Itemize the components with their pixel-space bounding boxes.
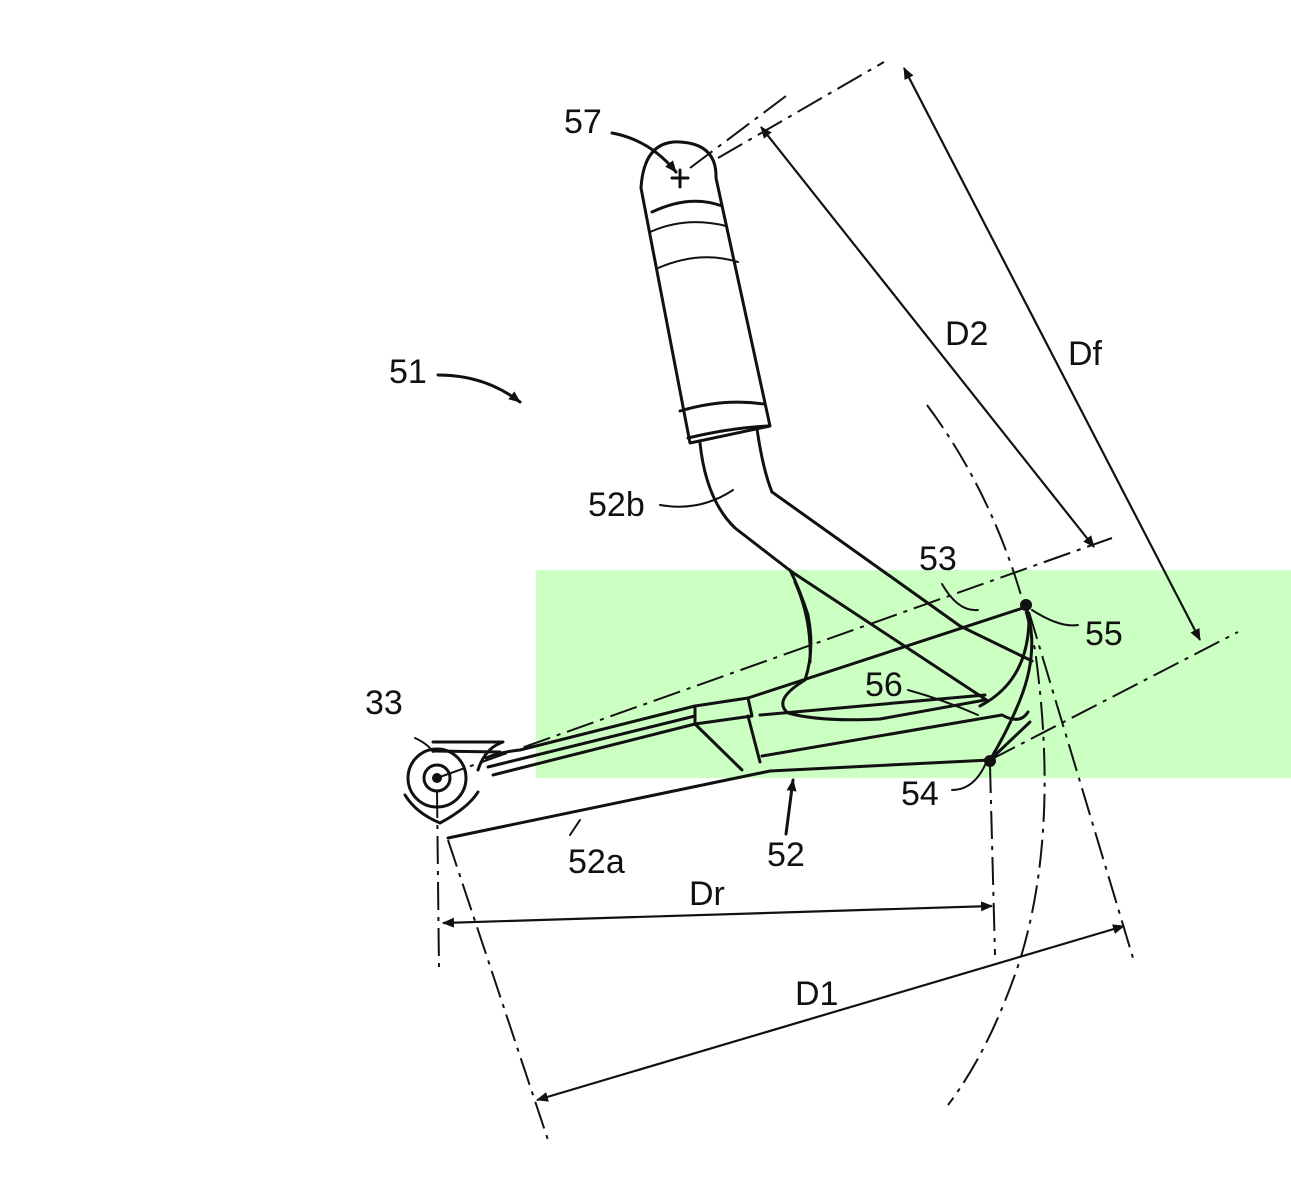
label-D2: D2 xyxy=(945,315,988,353)
label-Dr: Dr xyxy=(689,875,725,913)
handle-center-mark xyxy=(670,168,690,189)
dimension-Df-line xyxy=(903,67,1201,641)
label-54: 54 xyxy=(901,775,939,813)
label-52a: 52a xyxy=(568,843,625,881)
dimension-lines xyxy=(442,67,1201,1102)
label-53: 53 xyxy=(919,540,957,578)
label-33: 33 xyxy=(365,684,403,722)
label-D1: D1 xyxy=(795,975,838,1013)
label-Df: Df xyxy=(1068,335,1103,373)
label-56: 56 xyxy=(865,666,903,704)
label-52: 52 xyxy=(767,836,805,874)
label-51: 51 xyxy=(389,353,427,391)
handle-grip xyxy=(639,140,772,445)
label-57: 57 xyxy=(564,103,602,141)
construction-lines xyxy=(436,61,1239,1141)
dimension-Dr-line xyxy=(442,901,993,928)
dimension-D1-line xyxy=(536,924,1125,1102)
label-55: 55 xyxy=(1085,615,1123,653)
reference-labels: 57 51 52b 53 55 56 33 54 52a 52 Dr D1 D2… xyxy=(365,103,1123,1013)
point-55 xyxy=(1020,599,1032,611)
highlight-band xyxy=(536,570,1291,778)
leader-lines xyxy=(414,131,1079,836)
label-52b: 52b xyxy=(588,486,645,524)
